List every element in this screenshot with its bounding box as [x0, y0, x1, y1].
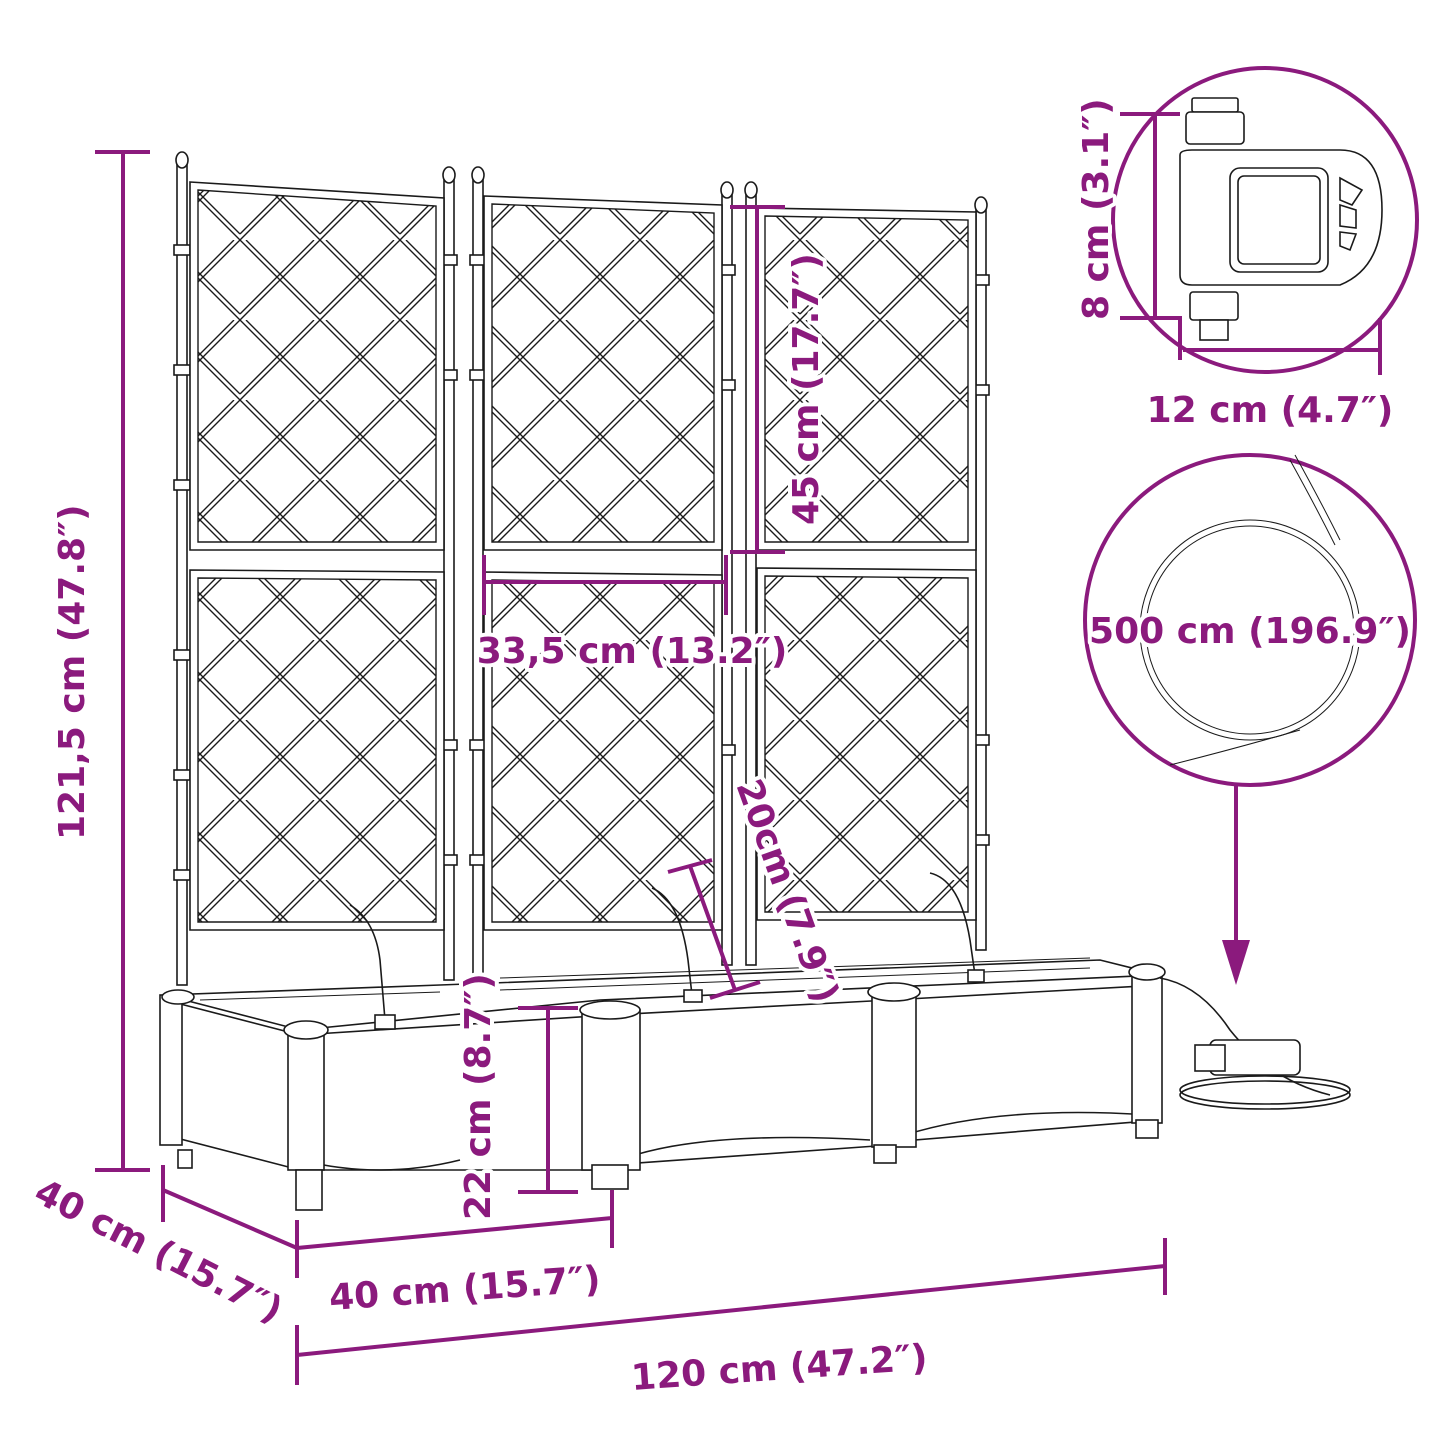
timer-inset: 8 cm (3.1″) 12 cm (4.7″) — [1072, 66, 1419, 431]
hose-and-timer — [1159, 977, 1351, 1110]
trellis-drawing — [173, 151, 990, 986]
total-height-label: 121,5 cm (47.8″) — [52, 504, 93, 840]
timer-width-label: 12 cm (4.7″) — [1147, 390, 1394, 431]
depth-label: 40 cm (15.7″) — [28, 1171, 289, 1331]
hose-length-label: 500 cm (196.9″) — [1089, 611, 1411, 652]
module-width-dimension: 40 cm (15.7″) — [296, 1190, 614, 1319]
water-timer-icon — [1179, 97, 1383, 341]
watering-stakes — [349, 872, 985, 1030]
depth-dimension: 40 cm (15.7″) — [28, 1165, 299, 1331]
hose-inset: 500 cm (196.9″) — [1083, 453, 1417, 985]
trellis-panels — [189, 181, 977, 931]
planter-drawing — [159, 872, 1351, 1211]
panel-width-label: 33,5 cm (13.2″) — [477, 631, 788, 672]
total-width-label: 120 cm (47.2″) — [630, 1337, 929, 1399]
panel-height-label: 45 cm (17.7″) — [786, 253, 827, 525]
coiled-hose-icon — [1139, 454, 1361, 766]
panel-width-dimension: 33,5 cm (13.2″) — [473, 555, 791, 676]
box-height-dimension: 22 cm (8.7″) — [454, 969, 578, 1224]
total-width-dimension: 120 cm (47.2″) — [295, 1238, 1167, 1399]
arrow-down-icon — [1222, 940, 1250, 985]
panel-height-dimension: 45 cm (17.7″) — [730, 205, 831, 554]
module-width-label: 40 cm (15.7″) — [328, 1259, 602, 1319]
timer-height-label: 8 cm (3.1″) — [1076, 98, 1117, 320]
box-height-label: 22 cm (8.7″) — [458, 973, 499, 1220]
total-height-dimension: 121,5 cm (47.8″) — [52, 150, 150, 1172]
